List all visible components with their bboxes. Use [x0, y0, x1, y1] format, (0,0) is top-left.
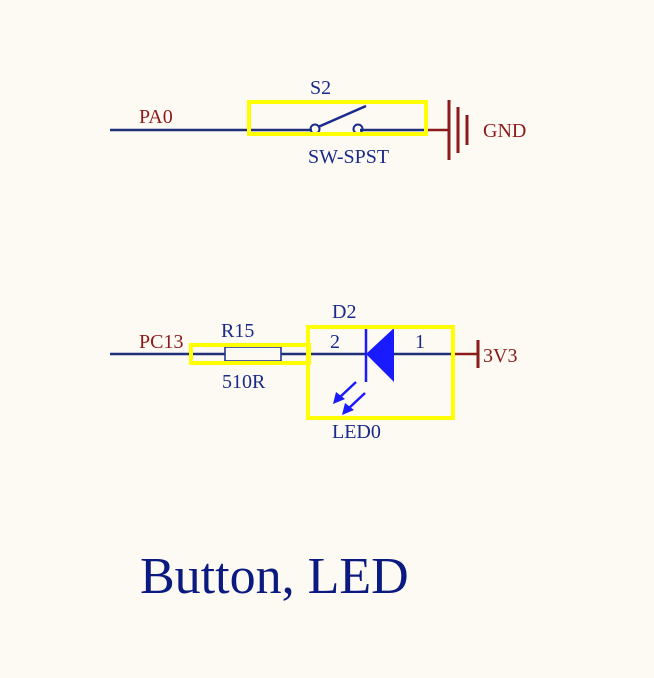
resistor-body: [224, 346, 282, 362]
led-highlight-box: [306, 325, 455, 420]
led-pin-2-label: 2: [330, 331, 340, 353]
pa0-net-label: PA0: [139, 106, 173, 128]
led-designator: D2: [332, 301, 356, 323]
switch-lever: [317, 104, 367, 129]
led-name-label: LED0: [332, 421, 381, 443]
switch-circuit: PA0 S2 SW-SPST GND: [110, 77, 526, 168]
led-pin-1-label: 1: [415, 331, 425, 353]
switch-designator: S2: [310, 77, 331, 99]
3v3-net-label: 3V3: [483, 345, 517, 367]
resistor-designator: R15: [221, 320, 254, 342]
gnd-net-label: GND: [483, 120, 526, 142]
led-emission-arrows: [333, 381, 366, 415]
led-circuit: PC13 R15 510R D2 2 1 LED0 3V3: [110, 301, 517, 443]
sheet-title: Button, LED: [140, 548, 409, 605]
led-triangle: [366, 328, 394, 382]
pc13-net-label: PC13: [139, 331, 183, 353]
resistor-value: 510R: [222, 371, 266, 393]
gnd-symbol: [447, 100, 469, 160]
switch-value: SW-SPST: [308, 146, 389, 168]
switch-highlight-box: [247, 100, 428, 136]
